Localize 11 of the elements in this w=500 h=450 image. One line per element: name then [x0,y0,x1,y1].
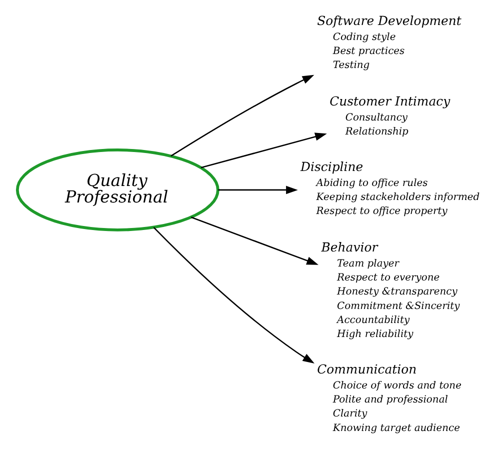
arrow [170,74,314,157]
arrow [190,216,318,265]
node-text: Behavior Team player Respect to everyone Honesty &transparency Commitment &Sincerity Accountability High reliability [321,239,460,340]
arrow [218,186,298,194]
node-text: Customer Intimacy Consultancy Relationship [330,93,450,138]
node-text: Discipline Abiding to office rules Keeping stackeholders informed Respect to office property [300,158,480,218]
arrow [153,226,314,364]
node-ellipse: Quality Professional [16,148,220,232]
node-text: Communication Choice of words and tone Polite and professional Clarity Knowing target audience [317,361,462,434]
node-text: Software Development Coding style Best practices Testing [317,12,462,72]
arrow [200,132,327,168]
